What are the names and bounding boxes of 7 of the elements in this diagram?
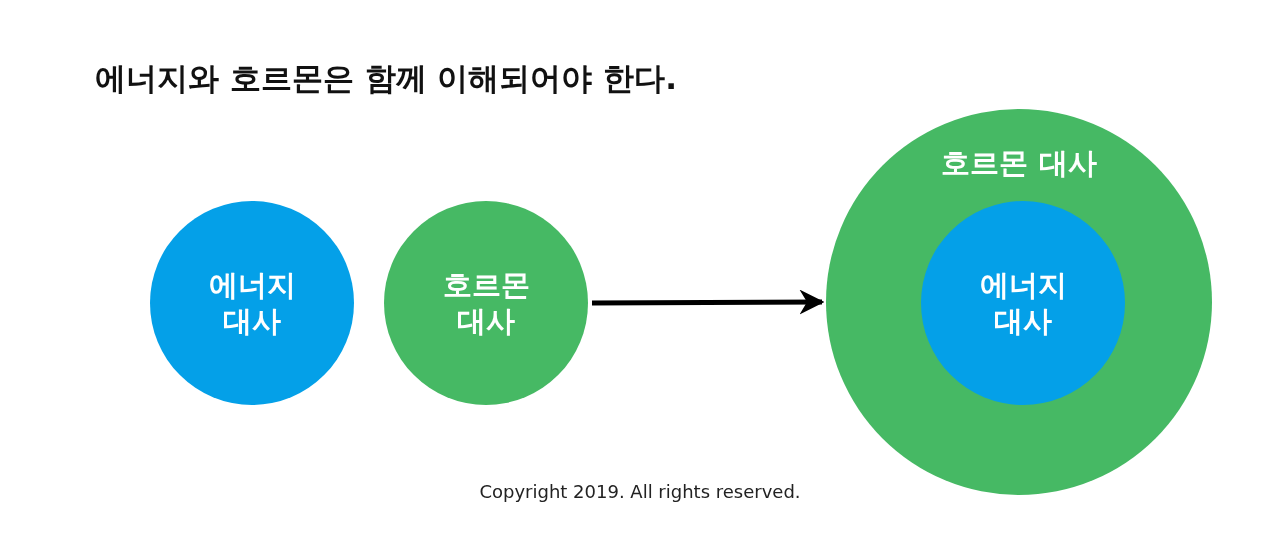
arrow xyxy=(592,289,825,315)
circle-label: 에너지 대사 xyxy=(207,267,297,339)
title: 에너지와 호르몬은 함께 이해되어야 한다. xyxy=(95,59,677,98)
copyright-note: Copyright 2019. All rights reserved. xyxy=(478,481,802,502)
circle-label: 에너지 대사 xyxy=(978,267,1068,339)
circle-label: 호르몬 대사 xyxy=(940,145,1098,181)
circle-label: 호르몬 대사 xyxy=(441,267,531,339)
